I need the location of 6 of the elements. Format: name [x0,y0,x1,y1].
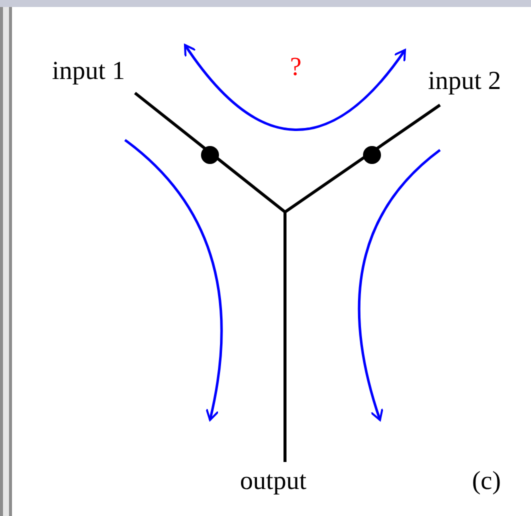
wire-line [284,104,441,462]
terminal-label: output [240,466,306,496]
panel-label: (c) [472,466,501,496]
question-mark: ? [290,52,302,82]
terminal-label: input 2 [428,66,501,96]
terminal-label: input 1 [52,56,125,86]
